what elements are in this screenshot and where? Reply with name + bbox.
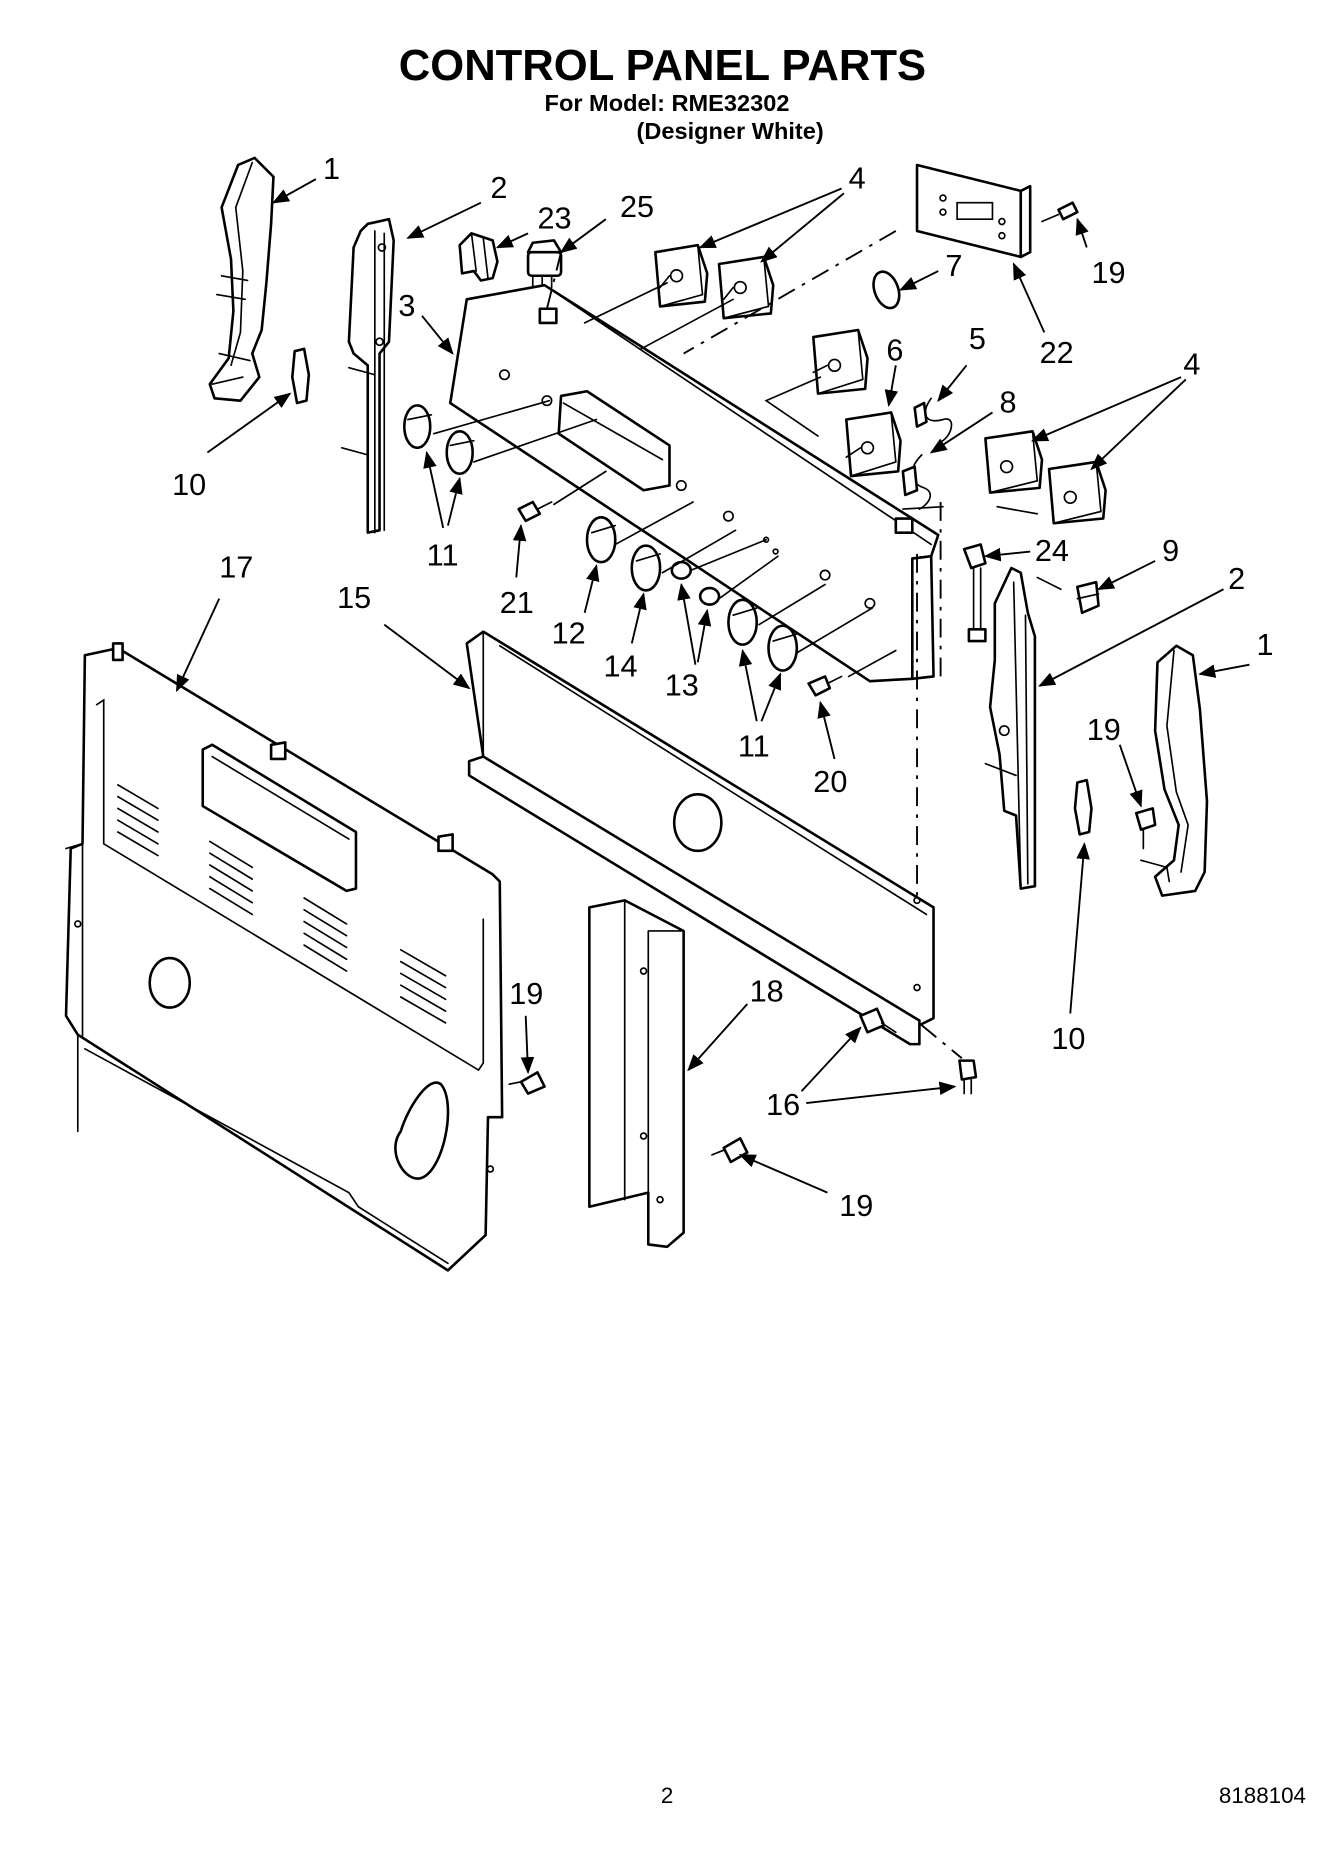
callout-label: 5 [969, 322, 986, 356]
push-button-13b [698, 586, 721, 606]
callout-label: 2 [1228, 562, 1245, 596]
control-knob-11-right-b [767, 624, 799, 672]
infinite-switch-top-left [654, 243, 709, 308]
clock-control [915, 163, 1032, 259]
control-knob-11-left-a [402, 404, 433, 450]
callout-label: 16 [766, 1088, 800, 1122]
page-title: CONTROL PANEL PARTS [399, 42, 926, 90]
wire-harness-5 [913, 397, 953, 444]
callout-label: 18 [750, 975, 784, 1009]
rocker-switch [526, 239, 563, 289]
callout-label: 7 [945, 249, 962, 283]
clip-left [291, 347, 311, 405]
callout-label: 8 [1000, 385, 1017, 419]
callout-label: 1 [323, 152, 340, 186]
indicator-light [1076, 580, 1100, 615]
callout-label: 4 [849, 162, 866, 196]
ring-seal [872, 270, 901, 310]
callout-label: 23 [537, 202, 571, 236]
callout-label: 12 [552, 616, 586, 650]
control-knob-11-left-b [445, 430, 475, 476]
screw-bottom [711, 1137, 749, 1164]
screw-20 [807, 675, 843, 697]
control-knob-12 [585, 516, 617, 564]
assembly-lines [432, 230, 1062, 1059]
callout-label: 4 [1183, 348, 1200, 382]
front-panel [465, 630, 935, 1046]
infinite-switch-right-lower [1047, 460, 1107, 525]
color-line: (Designer White) [636, 118, 823, 144]
screw-16a [859, 1007, 897, 1034]
rear-panel [64, 642, 504, 1272]
side-trim-left [208, 156, 275, 402]
screw-21 [517, 500, 553, 523]
callout-label: 11 [738, 730, 770, 764]
callout-label: 10 [1051, 1022, 1085, 1056]
callout-label: 2 [490, 171, 507, 205]
callout-label: 22 [1040, 336, 1074, 370]
selector-switch-lower [845, 411, 902, 478]
screw-left-lower [508, 1071, 546, 1095]
selector-switch-centre [812, 328, 869, 395]
callout-label: 11 [427, 539, 459, 573]
callout-label: 14 [603, 649, 637, 683]
callout-label: 19 [1091, 256, 1125, 290]
callout-label: 1 [1256, 628, 1273, 662]
callout-label: 13 [665, 668, 699, 702]
document-number: 8188104 [1219, 1783, 1306, 1808]
page-number: 2 [661, 1783, 673, 1808]
callout-label: 21 [500, 586, 534, 620]
screw-16b [958, 1059, 978, 1095]
side-trim-right [1153, 644, 1209, 897]
callout-label: 15 [337, 581, 371, 615]
callout-label: 9 [1162, 534, 1179, 568]
callout-label: 19 [839, 1189, 873, 1223]
terminal-block [962, 543, 987, 643]
leader-arrows [175, 178, 1250, 1194]
wire-harness-8 [901, 454, 932, 510]
control-console [448, 283, 940, 683]
screw-top-right [1041, 201, 1079, 223]
infinite-switch-top-right [717, 255, 775, 320]
mounting-bracket-left [340, 217, 395, 534]
callout-label: 24 [1035, 534, 1069, 568]
push-button-13a [670, 560, 693, 580]
bracket-23 [458, 232, 499, 282]
screw-right-mid [1134, 807, 1171, 883]
control-knob-11-right-a [727, 598, 759, 646]
mounting-bracket-right [984, 566, 1037, 890]
callout-label: 17 [219, 550, 253, 584]
callout-label: 19 [509, 977, 543, 1011]
callout-label: 20 [813, 765, 847, 799]
callout-label: 19 [1087, 713, 1121, 747]
clip-right [1073, 778, 1093, 836]
callout-labels: 1 2 23 25 4 3 19 7 22 5 6 8 4 10 11 9 24… [172, 152, 1273, 1223]
callout-label: 25 [620, 190, 654, 224]
callout-label: 3 [398, 289, 415, 323]
model-number-line: For Model: RME32302 [545, 90, 790, 116]
control-knob-14 [630, 544, 662, 592]
baffle-channel [588, 899, 685, 1249]
callout-label: 10 [172, 468, 206, 502]
infinite-switch-right-upper [984, 430, 1044, 494]
callout-label: 6 [886, 334, 903, 368]
